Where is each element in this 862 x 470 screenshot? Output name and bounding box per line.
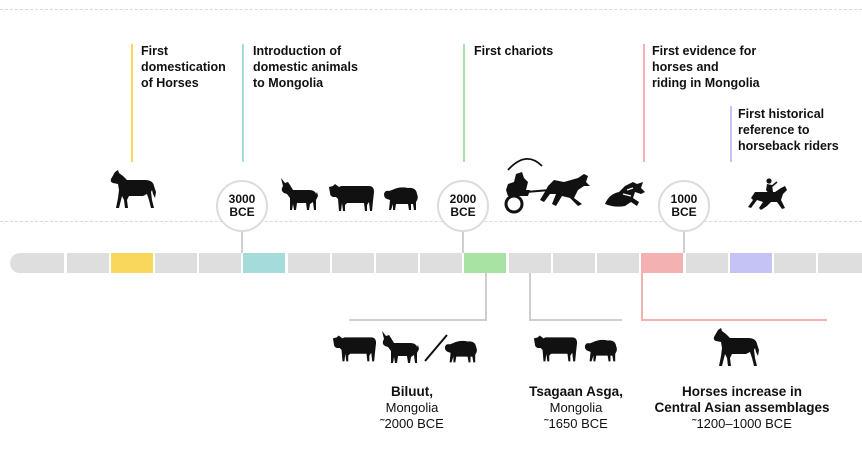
top-dashed-line: [0, 9, 862, 10]
event-label-riding: First evidence for horses and riding in …: [652, 44, 760, 90]
site-central-date: ˜1200–1000 BCE: [692, 416, 792, 431]
site-central-asia: Horses increase in Central Asian assembl…: [640, 384, 844, 432]
fallen-horse-icon: [605, 182, 645, 207]
horse-icon: [713, 328, 759, 366]
sheep-icon: [384, 187, 418, 210]
site-biluut: Biluut, Mongolia ˜2000 BCE: [340, 384, 484, 432]
site-central-name: Horses increase in: [681, 384, 803, 399]
event-stem-riders: [730, 106, 732, 162]
site-tsagaan-date: ˜1650 BCE: [544, 416, 608, 431]
timeline-segment-chariots: [464, 253, 506, 273]
timeline-segment: [686, 253, 728, 273]
event-label-domestication: First domestication of Horses: [141, 44, 226, 90]
slash-divider-icon: [424, 334, 448, 362]
timeline-bar: [0, 253, 862, 273]
site-connector-central-h: [641, 319, 827, 321]
cow-icon: [533, 335, 578, 362]
sheep-icon: [444, 340, 477, 363]
timeline-segment: [155, 253, 197, 273]
event-stem-mongolia: [242, 44, 244, 162]
horse-icon: [110, 170, 156, 208]
cow-icon: [329, 184, 374, 211]
event-stem-domestication: [131, 44, 133, 162]
goat-icon: [382, 331, 419, 363]
date-connector-1000: [683, 230, 685, 253]
timeline-segment: [420, 253, 462, 273]
site-central-name2: Central Asian assemblages: [654, 400, 830, 415]
timeline-segment: [774, 253, 816, 273]
site-connector-tsagaan-v: [529, 273, 531, 321]
timeline-segment: [818, 253, 862, 273]
site-tsagaan-region: Mongolia: [549, 400, 603, 415]
timeline-segment: [288, 253, 330, 273]
site-connector-biluut-h: [349, 319, 487, 321]
timeline-segment: [553, 253, 595, 273]
site-biluut-region: Mongolia: [385, 400, 439, 415]
date-bubble-2000: 2000 BCE: [437, 180, 489, 232]
goat-icon: [281, 178, 318, 210]
site-tsagaan: Tsagaan Asga, Mongolia ˜1650 BCE: [510, 384, 642, 432]
event-label-chariots: First chariots: [474, 44, 554, 58]
horse-rider-icon: [748, 178, 787, 210]
timeline-segment: [22, 253, 64, 273]
cow-icon: [332, 335, 377, 362]
date-connector-2000: [462, 230, 464, 253]
timeline-segment-riders: [730, 253, 772, 273]
timeline-segment-riding: [641, 253, 683, 273]
event-stem-chariots: [463, 44, 465, 162]
chariot-icon: [504, 158, 590, 214]
site-connector-central-v: [641, 273, 643, 321]
date-bubble-1000: 1000 BCE: [658, 180, 710, 232]
timeline-segment: [332, 253, 374, 273]
site-connector-biluut-v: [485, 273, 487, 321]
date-connector-3000: [241, 230, 243, 253]
sheep-icon: [584, 339, 617, 362]
timeline-segment: [509, 253, 551, 273]
event-stem-riding: [643, 44, 645, 162]
site-biluut-name: Biluut,: [391, 384, 433, 399]
middle-dashed-line: [0, 221, 862, 222]
site-connector-tsagaan-h: [529, 319, 622, 321]
timeline-segment: [376, 253, 418, 273]
timeline-segment-domestication: [111, 253, 153, 273]
event-label-riders: First historical reference to horseback …: [738, 107, 839, 153]
timeline-segment: [199, 253, 241, 273]
site-tsagaan-name: Tsagaan Asga,: [529, 384, 623, 399]
date-bubble-3000: 3000 BCE: [216, 180, 268, 232]
site-biluut-date: ˜2000 BCE: [380, 416, 444, 431]
timeline-segment: [597, 253, 639, 273]
timeline-segment: [67, 253, 109, 273]
event-label-mongolia: Introduction of domestic animals to Mong…: [253, 44, 358, 90]
timeline-segment-mongolia: [243, 253, 285, 273]
